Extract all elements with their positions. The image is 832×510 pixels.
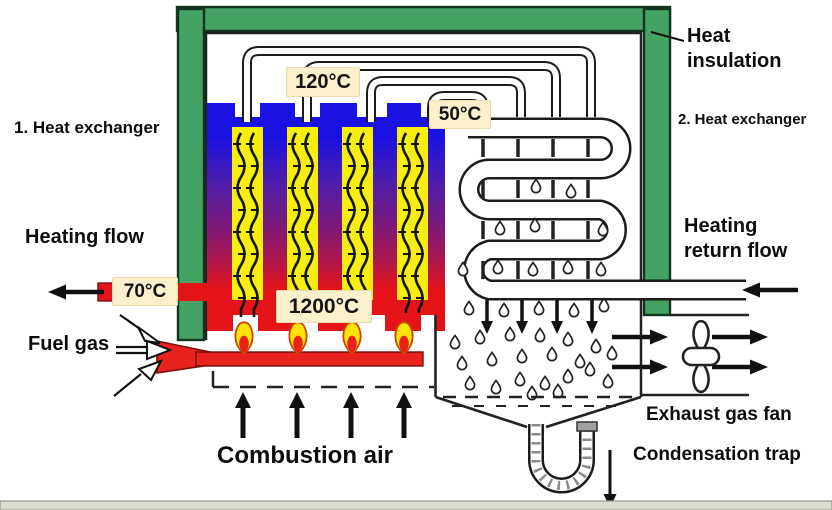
burner bbox=[156, 321, 424, 374]
exhaust-fan-icon bbox=[681, 319, 721, 394]
label-heat-insulation: Heat insulation bbox=[687, 24, 781, 74]
combustion-chamber-floor bbox=[211, 371, 434, 389]
label-heat-insulation-line1: Heat bbox=[687, 25, 731, 47]
label-heating-return-line1: Heating bbox=[684, 215, 758, 237]
label-heat-exchanger-1: 1. Heat exchanger bbox=[14, 118, 160, 137]
funnel-right-slope bbox=[545, 395, 642, 429]
fuel-gas-arrows bbox=[113, 314, 173, 397]
label-heating-flow: Heating flow bbox=[25, 226, 144, 248]
temp-label-50c: 50°C bbox=[429, 100, 491, 129]
label-heat-insulation-line2: insulation bbox=[687, 50, 782, 72]
condensation-trap-pipe bbox=[528, 421, 598, 494]
trap-cap bbox=[576, 421, 598, 432]
condensing-chamber bbox=[434, 315, 642, 429]
label-combustion-air: Combustion air bbox=[217, 442, 394, 469]
trap-outlet-arrow bbox=[603, 450, 617, 508]
label-fuel-gas: Fuel gas bbox=[28, 333, 110, 355]
funnel-left-slope bbox=[435, 395, 528, 429]
label-condensation-trap: Condensation trap bbox=[633, 444, 801, 465]
label-heating-return-flow: Heating return flow bbox=[684, 214, 787, 264]
heat-exchanger-1 bbox=[207, 103, 445, 331]
temp-label-70c: 70°C bbox=[112, 277, 178, 306]
enclosure-outline bbox=[204, 31, 643, 397]
heating-flow-arrow bbox=[48, 284, 104, 300]
combustion-air-arrows bbox=[235, 392, 412, 438]
label-exhaust-gas-fan: Exhaust gas fan bbox=[646, 404, 792, 425]
label-heating-return-line2: return flow bbox=[684, 240, 788, 262]
exhaust-duct bbox=[641, 313, 749, 397]
label-heat-exchanger-2: 2. Heat exchanger bbox=[678, 111, 807, 128]
burner-tube bbox=[195, 351, 424, 367]
bottom-edge-bar bbox=[0, 500, 832, 510]
heat-exchanger-2-coil bbox=[458, 117, 746, 301]
temp-label-120c: 120°C bbox=[286, 67, 360, 97]
insulation-pointer-line bbox=[650, 31, 685, 42]
temp-label-1200c: 1200°C bbox=[276, 290, 372, 323]
return-flow-arrow bbox=[742, 282, 798, 298]
